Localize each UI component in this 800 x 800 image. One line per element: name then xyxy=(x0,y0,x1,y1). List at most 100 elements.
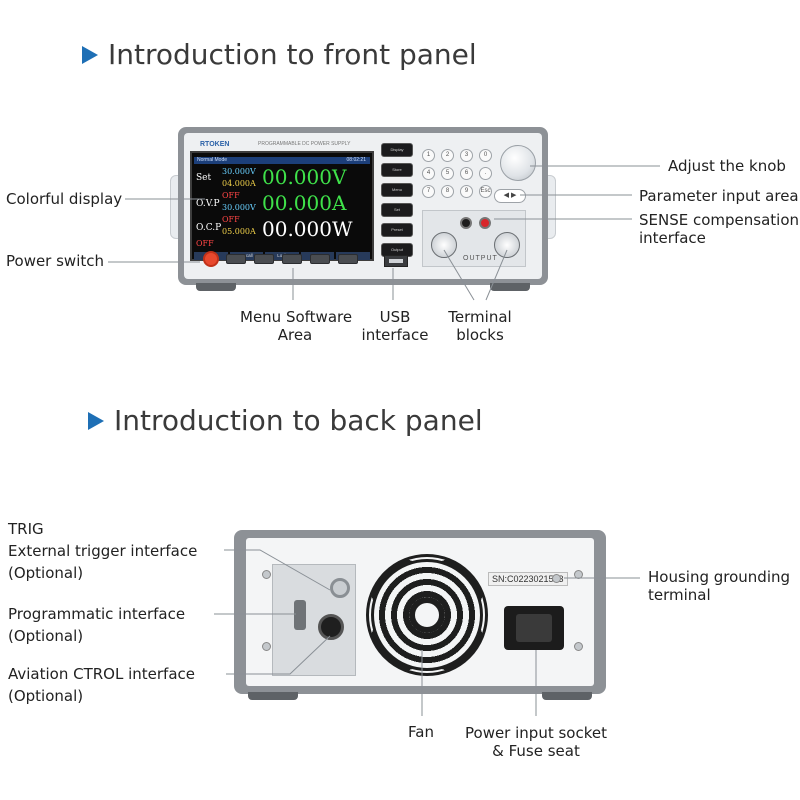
keypad-key[interactable]: 7 xyxy=(422,185,435,198)
arrow-keys[interactable]: ◀ ▶ xyxy=(494,189,526,203)
callout-menu-software: Menu Software Area xyxy=(240,308,353,344)
front-foot-right xyxy=(490,283,530,291)
front-panel-title: Introduction to front panel xyxy=(82,38,477,71)
adjust-knob[interactable] xyxy=(500,145,536,181)
serial-number-label: SN:C0223021503 xyxy=(488,572,568,586)
keypad-key[interactable]: 1 xyxy=(422,149,435,162)
callout-programmatic: Programmatic interface (Optional) xyxy=(8,604,185,648)
callout-usb-line2: interface xyxy=(361,326,429,344)
callout-colorful-display: Colorful display xyxy=(6,190,123,208)
keypad-key[interactable]: 6 xyxy=(460,167,473,180)
row-label-ocp: O.C.P xyxy=(196,223,222,233)
menu-button-column: Display Store Menu Set Preset Output xyxy=(381,143,413,257)
callout-parameter-input: Parameter input area xyxy=(639,187,799,205)
sense-negative-jack[interactable] xyxy=(460,217,472,229)
function-key-3[interactable] xyxy=(282,254,302,264)
callout-usb: USB interface xyxy=(360,308,430,344)
terminal-negative[interactable] xyxy=(431,232,457,258)
ocp-value: 05.000A xyxy=(222,227,256,236)
screen-clock: 08:02:21 xyxy=(346,157,366,163)
softkey-label: Recall xyxy=(229,252,264,260)
callout-power-socket-line2: & Fuse seat xyxy=(492,742,580,760)
current-readout: 00.000A xyxy=(262,191,347,215)
set-voltage: 30.000V xyxy=(222,167,256,176)
power-readout: 00.000W xyxy=(262,217,353,241)
callout-fan: Fan xyxy=(408,723,434,741)
ovp-state: OFF xyxy=(222,191,240,200)
screw-icon xyxy=(262,642,271,651)
callout-programmatic-line1: Programmatic interface xyxy=(8,605,186,623)
menu-button-store[interactable]: Store xyxy=(381,163,413,177)
keypad-key[interactable]: Esc xyxy=(479,185,492,198)
keypad-key[interactable]: 5 xyxy=(441,167,454,180)
programmatic-db9-connector[interactable] xyxy=(294,600,306,630)
callout-grounding-line2: terminal xyxy=(648,586,711,604)
callout-terminal: Terminal blocks xyxy=(442,308,518,344)
screw-icon xyxy=(262,570,271,579)
back-foot-left xyxy=(248,692,298,700)
screen-topbar: Normal Mode 08:02:21 xyxy=(194,157,370,164)
callout-power-switch: Power switch xyxy=(6,252,105,270)
sense-positive-jack[interactable] xyxy=(479,217,491,229)
callout-terminal-line1: Terminal xyxy=(448,308,512,326)
section-triangle-icon xyxy=(88,411,104,430)
callout-trig-line1: TRIG xyxy=(8,520,44,538)
screw-icon xyxy=(574,570,583,579)
function-key-5[interactable] xyxy=(338,254,358,264)
keypad-key[interactable]: 8 xyxy=(441,185,454,198)
row-label-ovp: O.V.P xyxy=(196,199,220,209)
keypad-key[interactable]: 0 xyxy=(479,149,492,162)
callout-programmatic-line2: (Optional) xyxy=(8,626,84,645)
keypad-key[interactable]: 3 xyxy=(460,149,473,162)
function-key-2[interactable] xyxy=(254,254,274,264)
function-key-4[interactable] xyxy=(310,254,330,264)
callout-terminal-line2: blocks xyxy=(456,326,504,344)
back-panel-title: Introduction to back panel xyxy=(88,404,483,437)
keypad-key[interactable]: 2 xyxy=(441,149,454,162)
display-screen: Normal Mode 08:02:21 Set O.V.P O.C.P 30.… xyxy=(190,151,374,261)
function-key-1[interactable] xyxy=(226,254,246,264)
callout-aviation-line1: Aviation CTROL interface xyxy=(8,665,196,683)
aviation-connector[interactable] xyxy=(318,614,344,640)
ocp-state: OFF xyxy=(222,215,240,224)
keypad-key[interactable]: 4 xyxy=(422,167,435,180)
menu-button-preset[interactable]: Preset xyxy=(381,223,413,237)
callout-trig-line3: (Optional) xyxy=(8,563,84,582)
screw-icon xyxy=(574,642,583,651)
output-state: OFF xyxy=(196,239,214,248)
callout-trig: TRIG External trigger interface (Optiona… xyxy=(8,519,197,584)
ovp-value: 30.000V xyxy=(222,203,256,212)
callout-aviation: Aviation CTROL interface (Optional) xyxy=(8,664,195,708)
callout-menu-software-line2: Area xyxy=(277,326,313,344)
callout-trig-line2: External trigger interface xyxy=(8,541,198,560)
section-triangle-icon xyxy=(82,45,98,64)
keypad-key[interactable]: 9 xyxy=(460,185,473,198)
power-switch-button[interactable] xyxy=(203,251,219,267)
terminal-positive[interactable] xyxy=(494,232,520,258)
grounding-terminal-icon[interactable] xyxy=(552,574,561,583)
callout-grounding: Housing grounding terminal xyxy=(648,568,790,604)
callout-menu-software-line1: Menu Software xyxy=(240,308,353,326)
menu-button-set[interactable]: Set xyxy=(381,203,413,217)
callout-power-socket-line1: Power input socket xyxy=(465,724,607,742)
screen-mode: Normal Mode xyxy=(197,157,228,163)
menu-button-display[interactable]: Display xyxy=(381,143,413,157)
callout-grounding-line1: Housing grounding xyxy=(648,568,791,586)
callout-sense-line2: interface xyxy=(639,229,706,247)
power-input-socket[interactable] xyxy=(504,606,564,650)
callout-aviation-line2: (Optional) xyxy=(8,686,84,705)
callout-sense: SENSE compensation interface xyxy=(639,211,799,247)
model-text: PROGRAMMABLE DC POWER SUPPLY xyxy=(258,141,351,147)
trig-bnc-connector[interactable] xyxy=(330,578,350,598)
front-panel-device: RTOKEN PROGRAMMABLE DC POWER SUPPLY Norm… xyxy=(170,127,556,292)
keypad-key[interactable]: . xyxy=(479,167,492,180)
usb-port[interactable] xyxy=(384,255,408,267)
menu-button-menu[interactable]: Menu xyxy=(381,183,413,197)
back-panel-title-text: Introduction to back panel xyxy=(114,404,483,437)
numeric-keypad: 1 2 3 0 4 5 6 . 7 8 9 Esc xyxy=(422,149,492,198)
callout-power-socket: Power input socket & Fuse seat xyxy=(456,724,616,760)
callout-usb-line1: USB xyxy=(379,308,411,326)
callout-adjust-knob: Adjust the knob xyxy=(668,157,786,175)
voltage-readout: 00.000V xyxy=(262,165,347,189)
row-label-set: Set xyxy=(196,173,212,183)
